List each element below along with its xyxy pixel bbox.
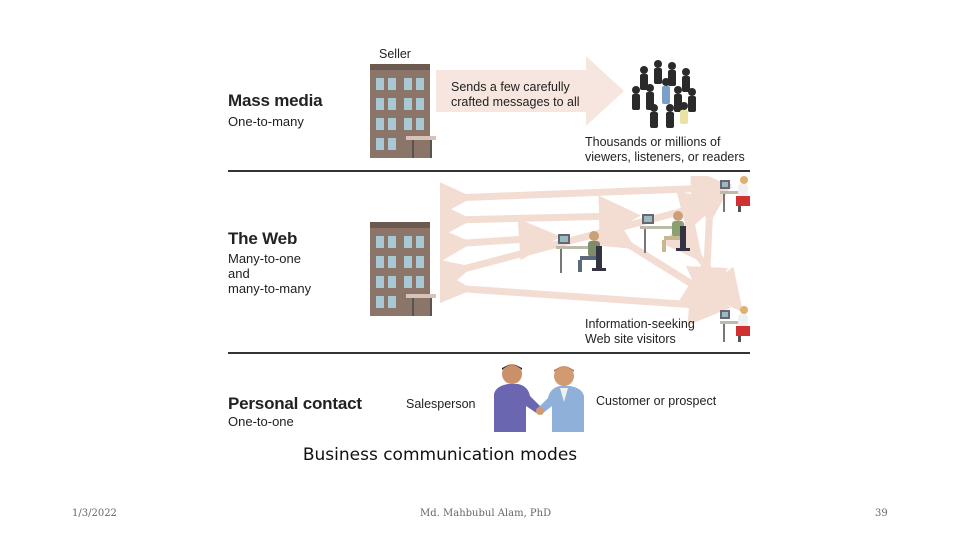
footer-page-number: 39 [875, 508, 888, 519]
handshake-icon [494, 364, 584, 432]
personal-title: Personal contact [228, 394, 362, 413]
divider-2 [228, 352, 750, 354]
footer-author: Md. Mahbubul Alam, PhD [420, 508, 552, 519]
visitors-line-2: Web site visitors [585, 332, 676, 346]
visitors-line-1: Information-seeking [585, 317, 695, 331]
web-subtitle-line-1: Many-to-one [228, 251, 301, 266]
seller-label: Seller [379, 47, 411, 61]
web-subtitle-line-3: many-to-many [228, 281, 312, 296]
mass-media-subtitle: One-to-many [228, 114, 304, 129]
web-arrows [440, 176, 744, 326]
desk-user-icon [640, 211, 690, 253]
divider-1 [228, 170, 750, 172]
desk-user-icon [720, 176, 750, 212]
web-subtitle-line-2: and [228, 266, 250, 281]
audience-line-1: Thousands or millions of [585, 135, 721, 149]
personal-subtitle: One-to-one [228, 414, 294, 429]
web-title: The Web [228, 229, 298, 248]
arrow-text-line-1: Sends a few carefully [451, 80, 570, 94]
footer-date: 1/3/2022 [72, 508, 117, 519]
desk-user-icon [720, 306, 750, 342]
building-icon [370, 64, 436, 158]
desk-user-icon [556, 231, 606, 273]
crowd-icon [628, 60, 700, 128]
figure-caption: Business communication modes [302, 445, 578, 465]
salesperson-label: Salesperson [406, 397, 476, 411]
customer-label: Customer or prospect [596, 394, 717, 408]
arrow-text-line-2: crafted messages to all [451, 95, 580, 109]
audience-line-2: viewers, listeners, or readers [585, 150, 745, 164]
mass-media-arrow [436, 56, 624, 126]
building-icon [370, 222, 436, 316]
mass-media-title: Mass media [228, 91, 323, 110]
